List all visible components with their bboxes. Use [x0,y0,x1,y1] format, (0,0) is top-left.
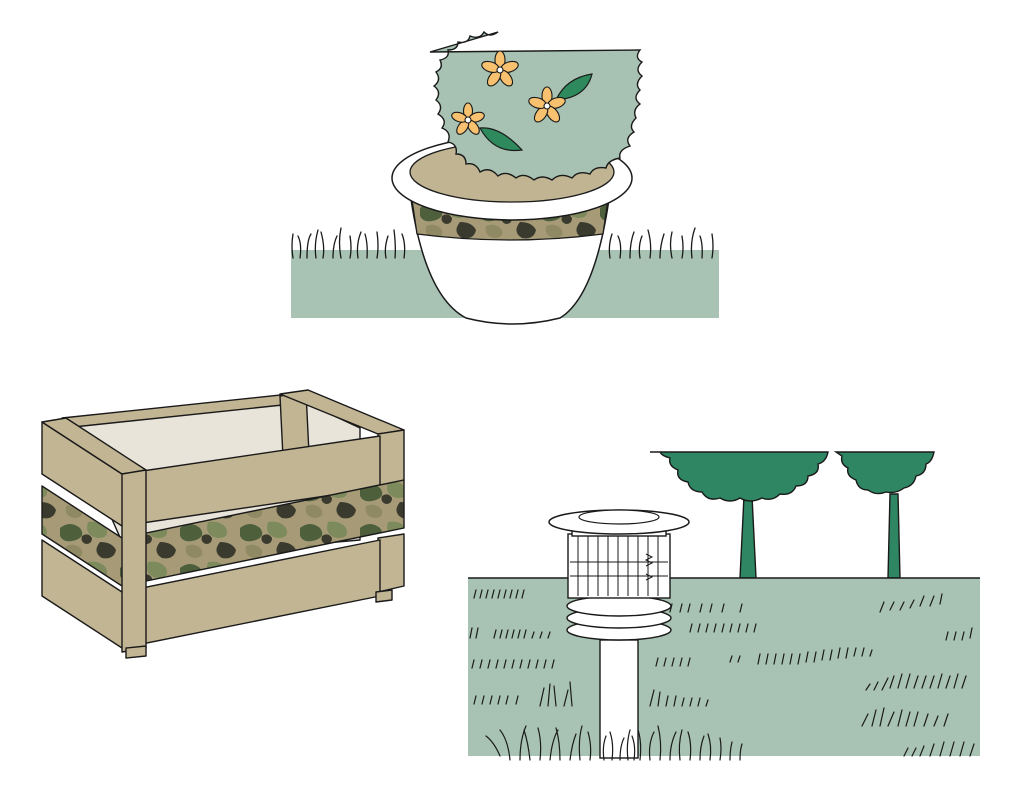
lamp-post-grass [602,729,636,761]
lamp-lawn [468,578,980,756]
crate-foot-back [375,589,393,603]
crate-side-slat-3 [377,533,405,593]
lamp-post [599,639,639,759]
lamp-cap-top [578,509,660,525]
crate-foot-front [125,645,147,659]
pot-flower-2 [528,86,566,123]
garden-lamp-scene [468,451,980,761]
pot-flower-3 [451,102,485,135]
pot-grass-right [608,227,714,259]
flower-pot-scene [291,30,719,325]
tree-left [650,451,829,579]
pot-grass-left [291,227,406,259]
wooden-crate-scene [41,389,405,659]
pot-leaf-2 [479,127,524,152]
crate-side-slat-1 [377,429,405,487]
crate-corner-post [121,469,147,653]
lamp-cage [567,533,671,599]
pot-leaf-1 [555,73,593,101]
pot-flower-1 [481,50,519,87]
lawn-grass-marks [469,589,975,761]
tree-right [833,451,935,579]
lamp-cage-bars [570,536,668,596]
lamp-tier-top [566,595,672,617]
